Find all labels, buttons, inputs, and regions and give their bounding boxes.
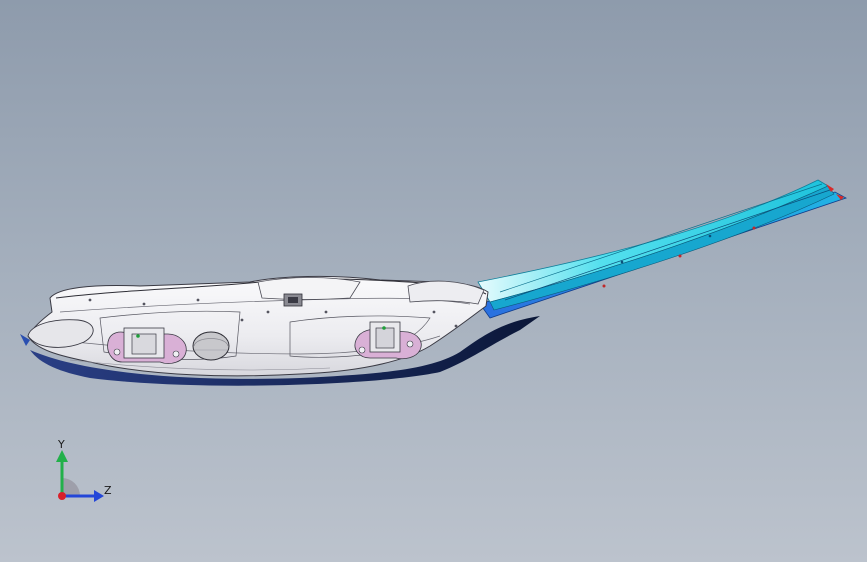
front-tip: [20, 334, 30, 346]
front-nose: [27, 319, 94, 348]
underside-skin: [30, 316, 540, 386]
rail-edge-line: [499, 183, 823, 293]
triad-plane-shade: [62, 478, 80, 496]
rail-dots: [620, 234, 712, 264]
z-axis-label: Z: [104, 484, 112, 497]
top-pocket: [257, 277, 361, 300]
green-marker: [382, 326, 386, 330]
round-hole-shade: [193, 338, 229, 347]
rail-holes: [602, 226, 756, 288]
rear-hump: [407, 280, 485, 305]
rail-edge-line: [504, 189, 831, 301]
rail-tip-mark: [826, 184, 834, 192]
z-axis-arrow: [94, 490, 104, 502]
body-crease-line: [69, 359, 331, 371]
left-mount-bracket: [107, 327, 187, 364]
y-axis-arrow: [56, 450, 68, 462]
y-axis-label: Y: [57, 438, 65, 451]
top-clip-slot: [288, 297, 298, 303]
triad-origin: [58, 492, 66, 500]
round-hole: [192, 331, 230, 361]
green-marker: [136, 334, 140, 338]
rail-flange: [489, 185, 835, 311]
rail-tip-mark: [836, 194, 844, 200]
feature-points: [88, 298, 458, 328]
orientation-triad: Y Z: [56, 438, 112, 502]
